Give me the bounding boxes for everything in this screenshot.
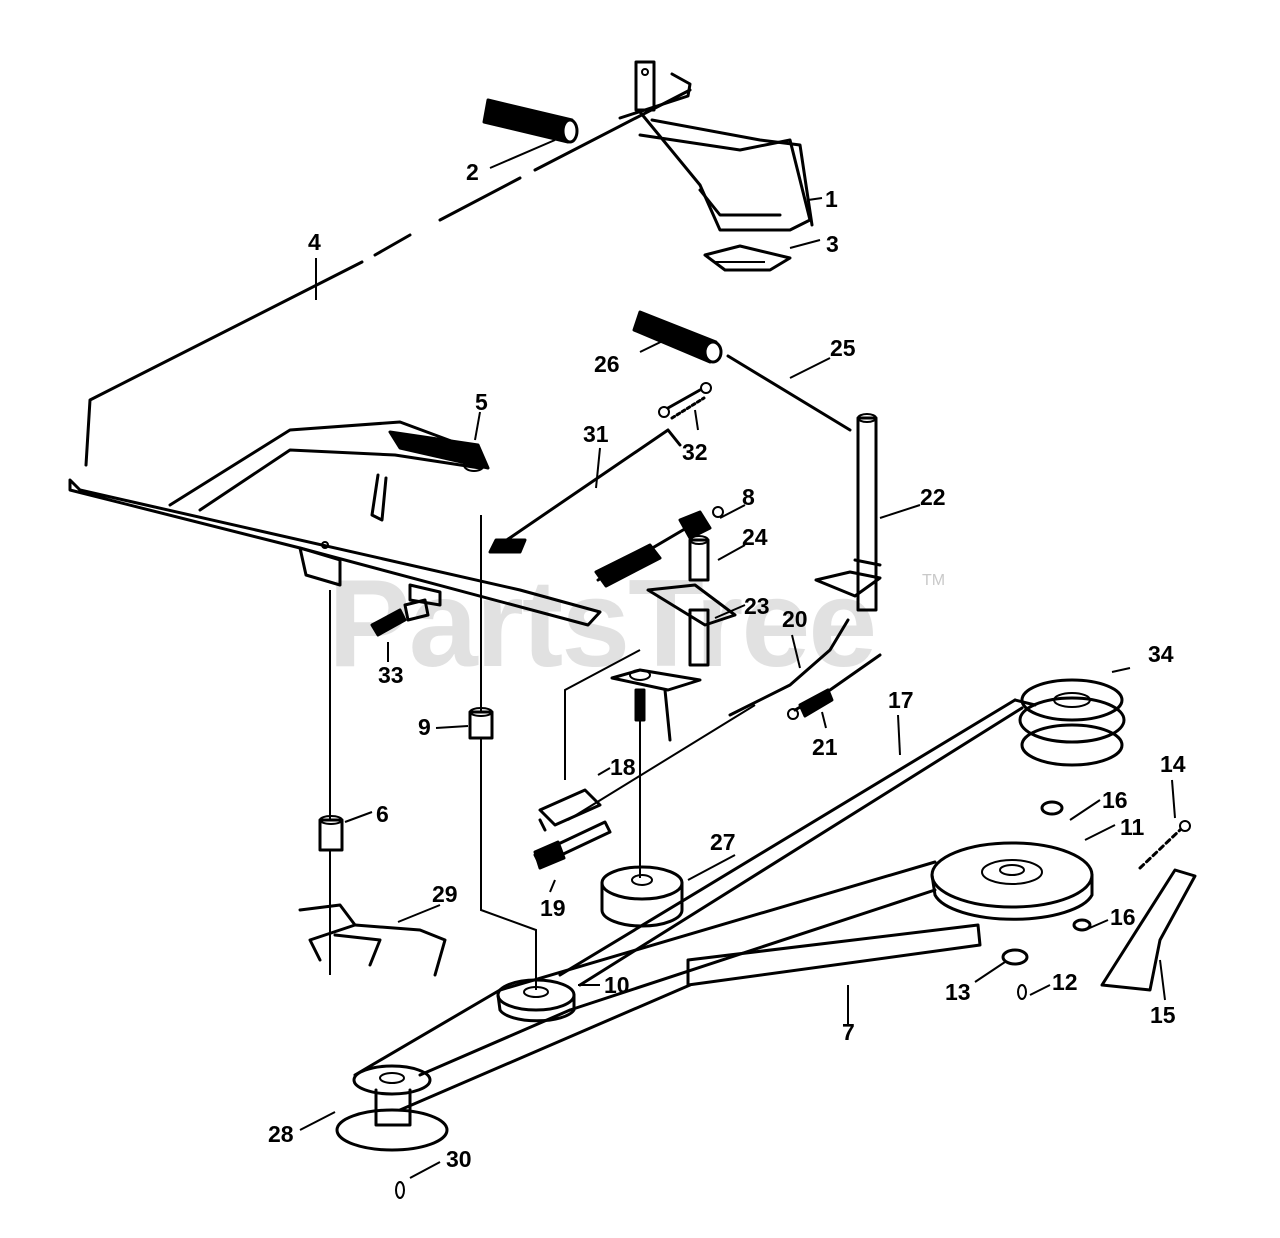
part-27-pulley bbox=[600, 865, 684, 928]
part-15-guard bbox=[1100, 868, 1197, 992]
callout-23: 23 bbox=[744, 593, 770, 619]
callout-3: 3 bbox=[826, 231, 839, 257]
part-25-rod bbox=[726, 354, 852, 432]
callout-29-label: 29 bbox=[432, 881, 458, 907]
callout-20: 20 bbox=[782, 606, 808, 632]
callout-24: 24 bbox=[742, 524, 768, 550]
callout-4: 4 bbox=[308, 229, 321, 255]
part-31-rod bbox=[488, 428, 682, 554]
part-33-bolt bbox=[370, 598, 430, 637]
part-32-spring bbox=[658, 382, 712, 420]
part-1-pedal-bracket bbox=[618, 60, 814, 232]
watermark-trademark: TM bbox=[922, 572, 945, 589]
callout-27: 27 bbox=[710, 829, 736, 855]
callout-5: 5 bbox=[475, 389, 488, 415]
part-30-key bbox=[395, 1181, 405, 1199]
callout-11: 11 bbox=[1120, 814, 1145, 840]
part-24-post bbox=[646, 535, 737, 667]
callout-34: 34 bbox=[1148, 641, 1174, 667]
callout-1: 1 bbox=[825, 186, 838, 212]
part-14-chain bbox=[1138, 820, 1191, 870]
callout-22: 22 bbox=[920, 484, 946, 510]
callout-28: 28 bbox=[268, 1121, 294, 1147]
callout-29: 30 bbox=[446, 1146, 472, 1172]
callout-15: 15 bbox=[1150, 1002, 1176, 1028]
callout-8: 8 bbox=[742, 484, 755, 510]
part-29-bracket bbox=[298, 903, 447, 977]
part-8-spring bbox=[594, 506, 724, 588]
part-4-rod bbox=[84, 88, 692, 467]
callout-25: 25 bbox=[830, 335, 856, 361]
callout-17: 17 bbox=[888, 687, 914, 713]
part-20-rod bbox=[728, 618, 850, 717]
part-16-washer-lower bbox=[1072, 918, 1092, 932]
callout-16-upper: 16 bbox=[1102, 787, 1128, 813]
callout-19: 19 bbox=[540, 895, 566, 921]
part-9-spacer bbox=[468, 707, 494, 740]
callout-2: 2 bbox=[466, 159, 479, 185]
callout-13: 13 bbox=[945, 979, 971, 1005]
part-26-handle bbox=[632, 310, 723, 364]
callout-6: 6 bbox=[376, 801, 389, 827]
part-16-washer-upper bbox=[1040, 800, 1064, 816]
leader-lines bbox=[299, 139, 1176, 1179]
part-28-pulley bbox=[335, 1064, 449, 1152]
callout-12: 12 bbox=[1052, 969, 1078, 995]
callout-32: 32 bbox=[682, 439, 708, 465]
part-11-pulley bbox=[930, 841, 1094, 921]
part-2-pedal-pad bbox=[482, 98, 579, 144]
callout-33: 33 bbox=[378, 662, 404, 688]
callout-26: 26 bbox=[594, 351, 620, 377]
part-5-frame bbox=[68, 420, 602, 627]
callout-10: 10 bbox=[604, 972, 630, 998]
part-13-clip bbox=[1001, 948, 1029, 966]
part-3-plate bbox=[703, 244, 792, 272]
callout-labels: 1 2 3 4 5 6 7 8 9 10 11 12 13 14 15 16 1… bbox=[268, 159, 1186, 1172]
assembly-lines bbox=[329, 515, 756, 990]
callout-14: 14 bbox=[1160, 751, 1186, 777]
part-6-spacer bbox=[318, 815, 344, 852]
callout-21: 21 bbox=[812, 734, 838, 760]
belts bbox=[353, 698, 1037, 1112]
part-12-key bbox=[1017, 984, 1027, 1000]
part-23-lever bbox=[610, 668, 702, 742]
callout-16-lower: 16 bbox=[1110, 904, 1136, 930]
callout-18: 18 bbox=[610, 754, 636, 780]
part-21-spring bbox=[787, 653, 882, 720]
callout-31: 31 bbox=[583, 421, 609, 447]
part-34-pulley bbox=[1018, 678, 1126, 767]
part-19-bolt bbox=[533, 820, 612, 870]
part-18-bracket bbox=[538, 788, 602, 832]
callout-9: 9 bbox=[418, 714, 431, 740]
callout-7: 7 bbox=[842, 1019, 855, 1045]
part-22-shaft bbox=[814, 413, 882, 612]
